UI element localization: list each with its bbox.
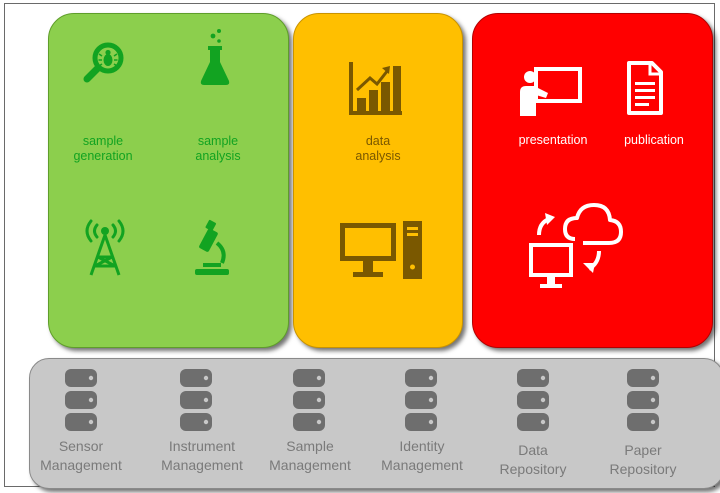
presentation-label: presentation	[518, 133, 588, 147]
presentation-icon	[520, 67, 582, 116]
sample-analysis-label: sample analysis	[195, 134, 241, 163]
cloud-sync-icon	[529, 203, 623, 288]
data-repository-label: Data Repository	[499, 442, 567, 477]
identity-database-icon	[405, 369, 437, 431]
bar-chart-icon	[349, 62, 402, 115]
magnifier-bug-icon	[83, 42, 124, 83]
sensor-management-label: Sensor Management	[40, 438, 122, 473]
data-repository-database-icon	[517, 369, 549, 431]
identity-management-label: Identity Management	[381, 438, 463, 473]
instrument-management-label: Instrument Management	[161, 438, 243, 473]
instrument-database-icon	[180, 369, 212, 431]
paper-repository-label: Paper Repository	[609, 442, 677, 477]
desktop-computer-icon	[340, 221, 422, 279]
diagram-frame: sample generation sample analysis	[4, 3, 720, 489]
document-icon	[627, 61, 663, 115]
flask-icon	[200, 29, 230, 85]
sample-generation-label: sample generation	[73, 134, 133, 163]
antenna-tower-icon	[85, 219, 125, 276]
analysis-panel	[293, 13, 463, 348]
data-analysis-label: data analysis	[355, 134, 401, 163]
generation-panel	[48, 13, 289, 348]
paper-repository-database-icon	[627, 369, 659, 431]
publication-label: publication	[624, 133, 684, 147]
dissemination-panel	[472, 13, 713, 348]
storage-panel	[29, 358, 720, 489]
sample-database-icon	[293, 369, 325, 431]
sample-management-label: Sample Management	[269, 438, 351, 473]
microscope-icon	[195, 219, 229, 275]
sensor-database-icon	[65, 369, 97, 431]
